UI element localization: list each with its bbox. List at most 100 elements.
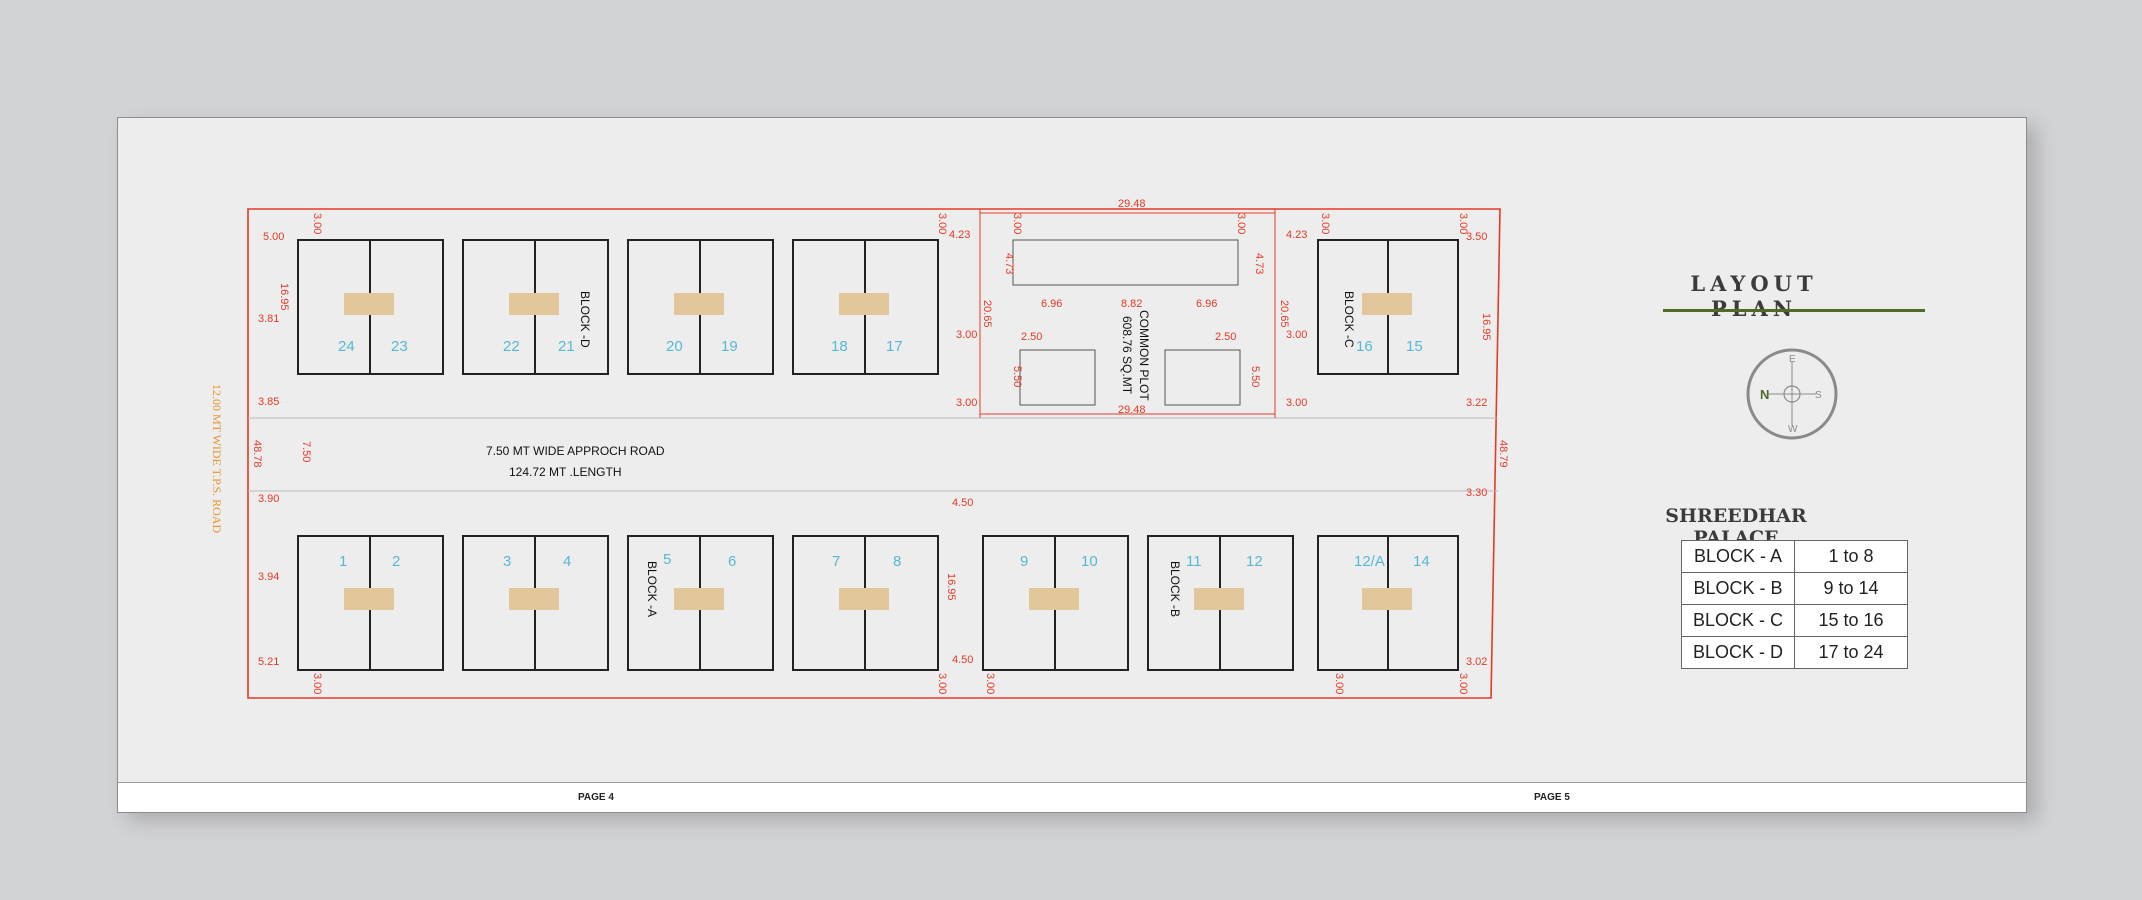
dim-473-right: 4.73 [1253, 253, 1265, 274]
unit-number: 22 [503, 338, 520, 355]
unit-number: 8 [893, 553, 901, 570]
compass-north: N [1760, 387, 1769, 402]
dim-300-a: 3.00 [311, 213, 323, 234]
dim-top-width: 29.48 [1118, 198, 1146, 210]
dim-882: 8.82 [1121, 298, 1142, 310]
common-plot-area: 608.76 SQ.MT [1120, 316, 1134, 395]
site-boundary [247, 208, 1501, 699]
unit-number: 12 [1246, 553, 1263, 570]
dim-423-right: 4.23 [1286, 229, 1307, 241]
drawing-sheet: 24 23 22 21 20 19 18 17 16 15 1 2 3 4 5 … [117, 117, 2027, 813]
units-cell: 1 to 8 [1794, 540, 1908, 573]
unit-number: 9 [1020, 553, 1028, 570]
dim-2065-right: 20.65 [1278, 300, 1290, 328]
dim-250-left: 2.50 [1021, 331, 1042, 343]
dim-696-right: 6.96 [1196, 298, 1217, 310]
block-cell: BLOCK - B [1681, 572, 1795, 605]
common-plot [979, 209, 1276, 418]
unit-number: 15 [1406, 338, 1423, 355]
dim-322: 3.22 [1466, 397, 1487, 409]
title-underline [1663, 309, 1925, 312]
dim-521: 5.21 [258, 656, 279, 668]
dim-1695-top: 16.95 [278, 283, 290, 311]
sheet-title: LAYOUT PLAN [1690, 271, 1818, 321]
dim-300-low: 3.00 [956, 397, 977, 409]
page-label-right: PAGE 5 [1534, 792, 1570, 803]
compass-west: W [1788, 424, 1798, 435]
unit-number: 2 [392, 553, 400, 570]
dim-250-right: 2.50 [1215, 331, 1236, 343]
unit-number: 3 [503, 553, 511, 570]
block-cell: BLOCK - D [1681, 636, 1795, 669]
dim-394: 3.94 [258, 571, 279, 583]
dim-300-l: 3.00 [1333, 673, 1345, 694]
dimensions: 29.48 29.48 48.78 48.79 5.00 3.81 3.85 3… [251, 198, 1509, 694]
dim-300-c: 3.00 [1286, 329, 1307, 341]
unit-number: 21 [558, 338, 575, 355]
dim-350: 3.50 [1466, 231, 1487, 243]
unit-number: 10 [1081, 553, 1098, 570]
dim-300-h: 3.00 [1457, 213, 1469, 234]
dim-423: 4.23 [949, 229, 970, 241]
unit-number: 24 [338, 338, 355, 355]
dim-1695-right: 16.95 [1480, 313, 1492, 341]
dim-300-mid: 3.00 [956, 329, 977, 341]
unit-number: 19 [721, 338, 738, 355]
unit-number: 6 [728, 553, 736, 570]
dim-right-depth: 48.79 [1497, 440, 1509, 468]
dim-473-left: 4.73 [1003, 253, 1015, 274]
unit-number: 17 [886, 338, 903, 355]
dim-300-f: 3.00 [1235, 213, 1247, 234]
dim-450-top: 4.50 [952, 497, 973, 509]
unit-number: 1 [339, 553, 347, 570]
compass-icon: N E S W [1746, 348, 1838, 440]
unit-number: 12/A [1354, 553, 1385, 570]
common-plot-label: COMMON PLOT [1137, 310, 1151, 401]
block-cell: BLOCK - C [1681, 604, 1795, 637]
unit-number: 7 [832, 553, 840, 570]
unit-number: 5 [663, 551, 671, 568]
block-b-label: BLOCK -B [1168, 561, 1182, 617]
dim-300-i: 3.00 [311, 673, 323, 694]
dim-330: 3.30 [1466, 487, 1487, 499]
dim-300-j: 3.00 [936, 673, 948, 694]
approach-road-label: 7.50 MT WIDE APPROCH ROAD [486, 444, 665, 458]
block-cell: BLOCK - A [1681, 540, 1795, 573]
dim-385: 3.85 [258, 396, 279, 408]
unit-number: 14 [1413, 553, 1430, 570]
dim-300-k: 3.00 [984, 673, 996, 694]
unit-number: 23 [391, 338, 408, 355]
compass-south: S [1815, 390, 1822, 401]
dim-300-g: 3.00 [1319, 213, 1331, 234]
approach-length-label: 124.72 MT .LENGTH [509, 465, 622, 479]
block-c-label: BLOCK -C [1342, 291, 1356, 348]
dim-300-e: 3.00 [1011, 213, 1023, 234]
dim-550-right: 5.50 [1249, 366, 1261, 387]
dim-750: 7.50 [300, 441, 312, 462]
dim-302: 3.02 [1466, 656, 1487, 668]
tps-road-label: 12.00 MT WIDE T.P.S. ROAD [210, 384, 224, 533]
page-label-left: PAGE 4 [578, 792, 614, 803]
units-cell: 9 to 14 [1794, 572, 1908, 605]
page-footer: PAGE 4 PAGE 5 [118, 782, 2026, 812]
top-unit-numbers: 24 23 22 21 20 19 18 17 16 15 [338, 338, 1423, 355]
unit-number: 4 [563, 553, 571, 570]
stair-hatches [344, 293, 1412, 610]
block-d-label: BLOCK -D [578, 291, 592, 348]
compass-east: E [1789, 354, 1796, 365]
dim-2065-left: 20.65 [981, 300, 993, 328]
dim-381: 3.81 [258, 313, 279, 325]
dim-mid-width: 29.48 [1118, 404, 1146, 416]
units-cell: 15 to 16 [1794, 604, 1908, 637]
dim-500: 5.00 [263, 231, 284, 243]
units-cell: 17 to 24 [1794, 636, 1908, 669]
dim-left-depth: 48.78 [251, 440, 263, 468]
dim-300-c-low: 3.00 [1286, 397, 1307, 409]
layout-plan-drawing: 24 23 22 21 20 19 18 17 16 15 1 2 3 4 5 … [210, 198, 1509, 699]
dim-300-m: 3.00 [1457, 673, 1469, 694]
block-a-label: BLOCK -A [645, 561, 659, 617]
dim-550-left: 5.50 [1011, 366, 1023, 387]
